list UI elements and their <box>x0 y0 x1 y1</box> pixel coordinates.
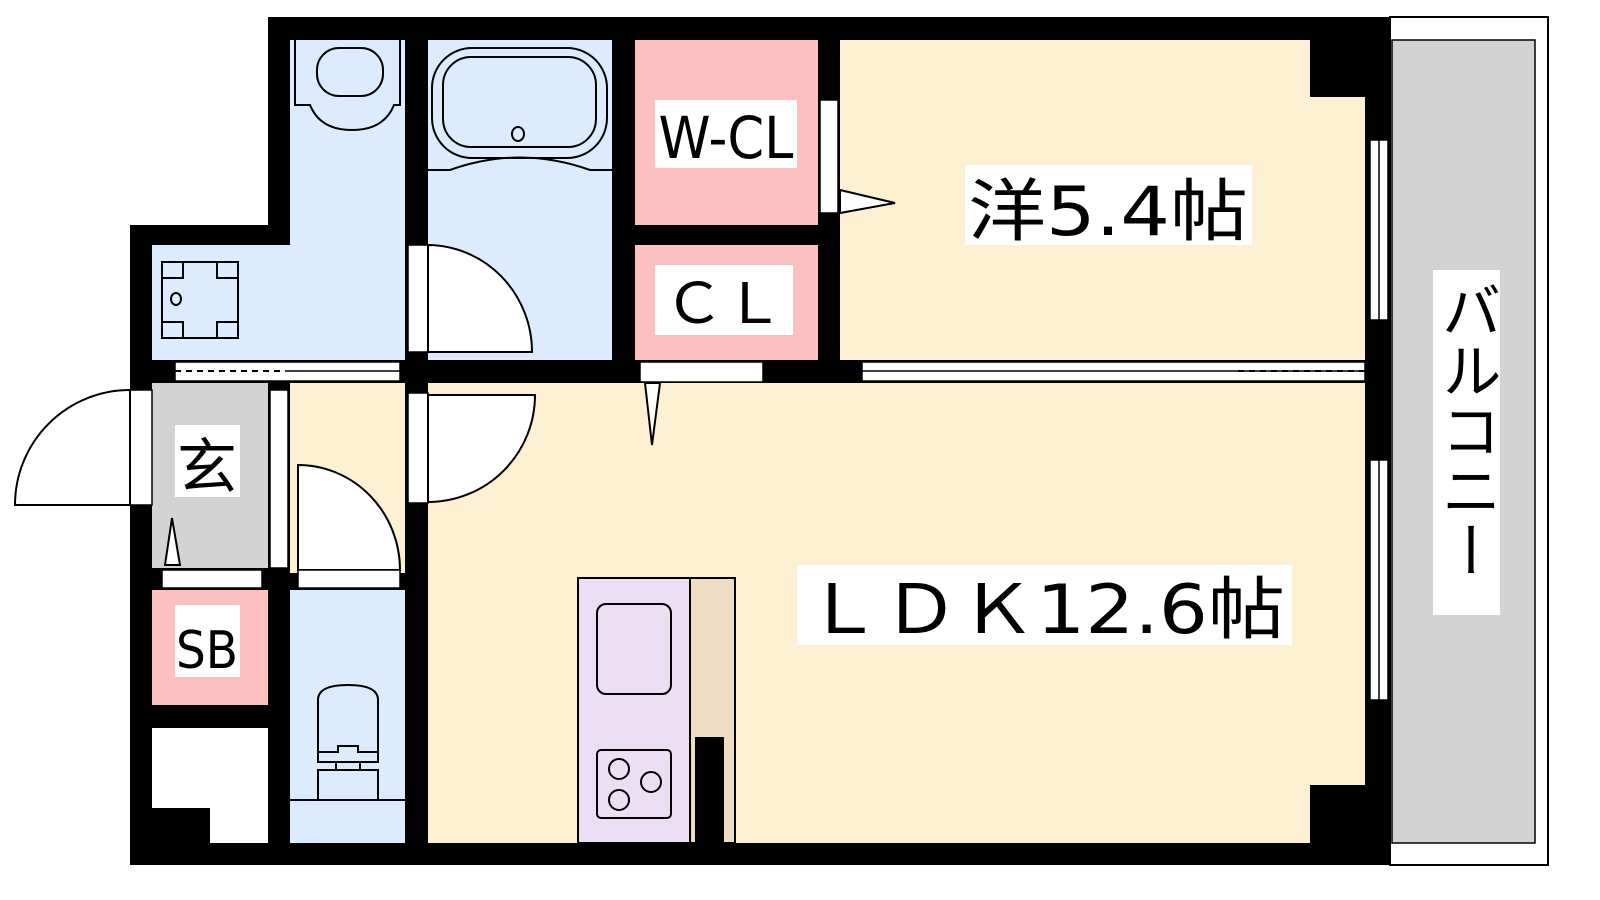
closet-door[interactable] <box>639 361 764 446</box>
entrance: 玄 <box>152 383 268 568</box>
closet-label: ＣＬ <box>664 272 784 337</box>
front-door[interactable] <box>13 388 153 506</box>
washroom <box>152 40 405 360</box>
ldk: ＬＤＫ12.6帖 <box>428 383 1365 843</box>
walk-in-closet-label: W-CL <box>659 104 794 172</box>
balcony-label: バルコニー <box>1431 280 1501 580</box>
kitchen <box>577 577 736 844</box>
bathroom-door[interactable] <box>407 243 534 353</box>
washing-machine-pan <box>161 261 239 339</box>
stove-icon <box>596 749 672 819</box>
western-room-label: 洋5.4帖 <box>968 173 1248 252</box>
windows <box>1369 139 1389 701</box>
shoe-box-door[interactable] <box>161 569 263 589</box>
toilet-room <box>290 590 405 843</box>
shoe-box-label: SB <box>176 621 238 681</box>
walk-in-closet: W-CL <box>635 40 818 225</box>
entrance-label: 玄 <box>177 433 237 503</box>
shoe-box: SB <box>152 590 268 705</box>
walk-in-closet-door[interactable] <box>819 99 896 215</box>
toilet-icon <box>317 683 379 801</box>
ldk-label: ＬＤＫ12.6帖 <box>805 571 1285 650</box>
balcony: バルコニー <box>1389 16 1549 866</box>
closet: ＣＬ <box>635 245 818 360</box>
ldk-door[interactable] <box>407 392 537 504</box>
sink-icon <box>596 603 672 695</box>
sliding-door-bedroom[interactable] <box>861 361 1366 382</box>
western-room: 洋5.4帖 <box>840 40 1365 360</box>
sliding-door-washroom[interactable] <box>174 361 401 382</box>
storage-area <box>152 728 268 843</box>
toilet-door[interactable] <box>269 389 402 589</box>
